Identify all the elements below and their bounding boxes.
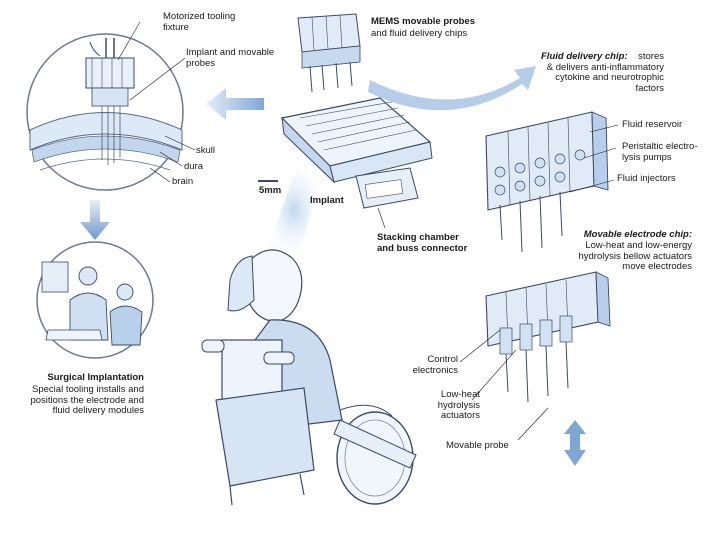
flow-arrow-to-fluid-chip [368,66,536,111]
label-mems-subtitle: and fluid delivery chips [371,28,468,39]
label-brain: brain [172,176,194,187]
label-fluid-injectors: Fluid injectors [617,173,676,184]
flow-arrow-to-surgery [80,200,110,240]
flow-arrow-to-skull [206,88,264,120]
label-control-electronics: Control electronics [412,354,458,376]
label-fluid-chip-title: Fluid delivery chip: [541,51,628,62]
label-mems-title: MEMS movable probes [371,16,475,27]
label-skull: skull [196,145,216,156]
movable-electrode-chip-illustration [459,271,611,441]
label-movable-probe: Movable probe [446,440,509,451]
label-stacking-chamber: Stacking chamber and buss connector [377,232,468,254]
label-surgical-desc: Special tooling installs and positions t… [30,384,144,416]
label-electrode-chip-desc: Low-heat and low-energy hydrolysis bello… [578,240,692,272]
label-implant: Implant [310,195,344,206]
label-low-heat-actuators: Low-heat hydrolysis actuators [437,389,480,421]
label-fluid-reservoir: Fluid reservoir [622,119,683,130]
skull-closeup-illustration [26,21,196,191]
movement-arrow-icon [564,420,586,466]
label-scale: 5mm [259,185,282,196]
mems-chip-illustration [297,13,361,93]
label-motorized-fixture: Motorized tooling fixture [163,11,236,33]
label-electrode-chip-title: Movable electrode chip: [583,229,692,240]
patient-wheelchair-illustration [201,249,417,506]
label-implant-probes: Implant and movable probes [186,47,275,69]
label-peristaltic-pumps: Peristaltic electro- lysis pumps [622,141,698,163]
surgical-team-illustration [36,241,154,359]
label-fluid-chip-desc: stores & delivers anti-inflammatory cyto… [546,51,664,94]
projection-beam [268,170,320,250]
label-dura: dura [184,161,204,172]
label-surgical-title: Surgical Implantation [47,372,144,383]
implant-illustration [280,97,433,229]
fluid-delivery-chip-illustration [485,111,619,253]
